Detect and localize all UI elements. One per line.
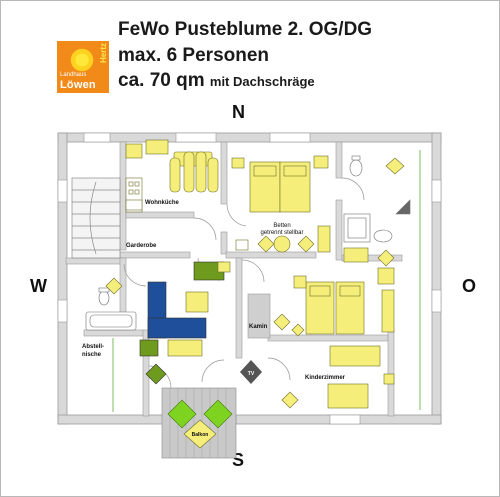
apartment-title: FeWo Pusteblume 2. OG/DG xyxy=(118,19,373,40)
bathroom-fixtures xyxy=(85,155,411,331)
label-wardrobe: Garderobe xyxy=(126,243,157,249)
label-fireplace: Kamin xyxy=(249,324,268,330)
window-marks xyxy=(57,132,442,425)
tv-unit xyxy=(240,360,262,384)
dandelion-icon xyxy=(69,47,95,73)
label-tv: TV xyxy=(248,371,255,377)
door-swings xyxy=(123,177,365,389)
kitchen-furniture xyxy=(125,139,245,213)
logo-text-line2: Löwen xyxy=(60,79,96,91)
landhaus-loewen-logo: Landhaus Löwen Hertz xyxy=(57,41,109,93)
living-furniture xyxy=(139,261,231,385)
inner-walls xyxy=(65,141,403,417)
room-labels: Wohnküche Garderobe Abstell- nische Bett… xyxy=(82,200,346,438)
compass-east: O xyxy=(462,276,477,296)
label-beds-line1: Betten xyxy=(273,223,290,229)
label-beds-line2: getrennt stellbar xyxy=(260,230,303,236)
bedroom-furniture xyxy=(235,155,331,253)
compass-north: N xyxy=(232,102,245,122)
area-text: ca. 70 qm mit Dachschräge xyxy=(118,70,315,92)
area-value: ca. 70 qm xyxy=(118,70,205,91)
capacity-text: max. 6 Personen xyxy=(118,45,270,66)
label-balcony: Balkon xyxy=(192,432,209,438)
kids-room-furniture xyxy=(273,267,395,409)
balcony xyxy=(161,387,237,459)
area-note: mit Dachschräge xyxy=(209,74,315,89)
label-kids-room: Kinderzimmer xyxy=(305,375,346,381)
label-storage-line2: nische xyxy=(82,352,102,358)
sloped-roof-lines xyxy=(112,150,421,412)
label-storage-line1: Abstell- xyxy=(82,344,104,350)
label-kitchen: Wohnküche xyxy=(145,200,180,206)
logo-text-line1: Landhaus xyxy=(60,72,87,78)
staircase xyxy=(71,177,121,259)
compass-west: W xyxy=(30,276,47,296)
